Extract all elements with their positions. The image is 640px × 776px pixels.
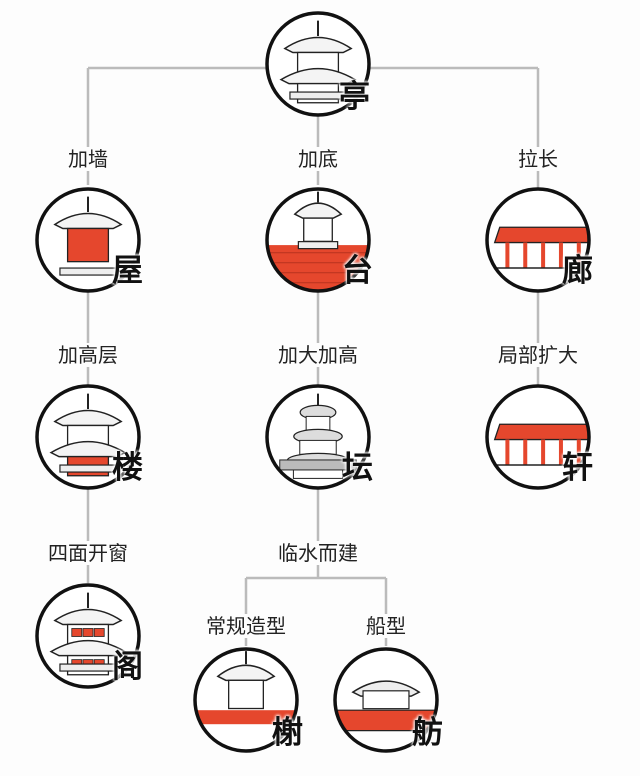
label-add-wall: 加墙 xyxy=(65,147,111,171)
node-circle-xuan xyxy=(485,384,591,490)
node-circle-lou xyxy=(35,384,141,490)
node-circle-ting xyxy=(265,11,371,117)
node-char-wu: 屋 xyxy=(112,253,143,289)
node-circle-lang xyxy=(485,187,591,293)
node-char-ting: 亭 xyxy=(339,79,370,115)
node-circle-ge xyxy=(35,583,141,689)
node-char-ge: 阁 xyxy=(112,649,143,685)
label-boat-shape: 船型 xyxy=(363,614,409,638)
node-char-tan: 坛 xyxy=(342,450,373,486)
node-char-lang: 廊 xyxy=(562,253,593,289)
node-char-xie: 榭 xyxy=(272,715,303,751)
label-add-floors: 加高层 xyxy=(55,343,121,367)
node-char-xuan: 轩 xyxy=(562,450,593,486)
label-add-base: 加底 xyxy=(295,147,341,171)
label-partial-expand: 局部扩大 xyxy=(495,343,581,367)
node-circle-wu xyxy=(35,187,141,293)
node-char-lou: 楼 xyxy=(112,450,143,486)
node-circle-tan xyxy=(265,384,371,490)
label-by-water: 临水而建 xyxy=(275,541,361,565)
node-char-tai: 台 xyxy=(342,253,373,289)
label-enlarge-raise: 加大加高 xyxy=(275,343,361,367)
label-regular-shape: 常规造型 xyxy=(203,614,289,638)
label-four-windows: 四面开窗 xyxy=(45,541,131,565)
node-char-fang: 舫 xyxy=(412,715,443,751)
label-lengthen: 拉长 xyxy=(515,147,561,171)
node-circle-fang xyxy=(333,647,439,753)
node-circle-tai xyxy=(265,187,371,293)
node-circle-xie xyxy=(193,647,299,753)
